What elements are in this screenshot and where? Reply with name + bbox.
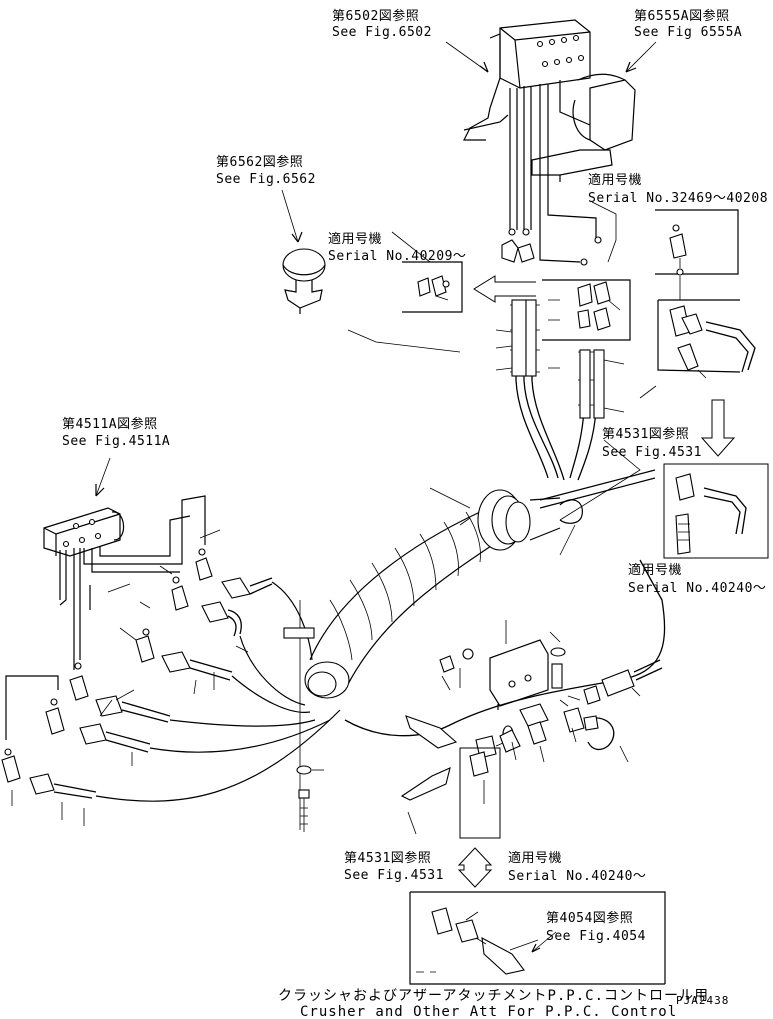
callout-fig6562: 第6562図参照 See Fig.6562 [216, 154, 316, 187]
center-bottom-parts [283, 600, 663, 888]
callout-fig4054-en: See Fig.4054 [546, 929, 646, 944]
inset-right-hose [657, 299, 756, 457]
callout-fig4531-right-jp: 第4531図参照 [602, 426, 689, 442]
left-fittings [1, 529, 341, 826]
callout-fig4054-jp: 第4054図参照 [546, 910, 633, 926]
serial-40240-right-en: Serial No.40240～ [628, 581, 766, 596]
callout-fig4054: 第4054図参照 See Fig.4054 [546, 910, 646, 944]
callout-fig4511A-en: See Fig.4511A [62, 434, 170, 449]
callout-fig6555A-jp: 第6555A図参照 [634, 8, 730, 24]
callout-fig4531-right: 第4531図参照 See Fig.4531 [602, 426, 702, 460]
callout-fig4511A: 第4511A図参照 See Fig.4511A [62, 416, 170, 449]
main-wrapped-hose [304, 469, 666, 737]
inset-serial-40240-bottom [409, 891, 666, 985]
serial-40209-en: Serial No.40209～ [328, 249, 466, 264]
serial-32469: 適用号機 Serial No.32469～40208 [588, 172, 768, 206]
inset-serial-40209 [402, 261, 536, 313]
left-valve-4511A [5, 495, 206, 740]
callout-fig4531-bottom: 第4531図参照 See Fig.4531 [344, 850, 444, 883]
callout-fig4511A-jp: 第4511A図参照 [62, 416, 158, 432]
serial-40240-right-jp: 適用号機 [628, 562, 682, 578]
serial-40209: 適用号機 Serial No.40209～ [328, 231, 466, 264]
serial-40240-bottom-jp: 適用号機 [508, 850, 562, 866]
callout-fig6555A: 第6555A図参照 See Fig 6555A [634, 8, 742, 40]
callout-fig6562-jp: 第6562図参照 [216, 154, 303, 170]
drawing-code: PJA2438 [676, 994, 729, 1007]
serial-32469-en: Serial No.32469～40208 [588, 191, 768, 206]
caption-jp: クラッシャおよびアザーアタッチメントP.P.C.コントロール用 [278, 988, 709, 1004]
serial-32469-jp: 適用号機 [588, 172, 642, 188]
inset-serial-40240-right [663, 463, 769, 559]
callout-fig6555A-en: See Fig 6555A [634, 25, 742, 40]
top-valve-assembly [463, 19, 636, 266]
callout-fig4531-bottom-jp: 第4531図参照 [344, 850, 431, 866]
callout-fig4531-right-en: See Fig.4531 [602, 445, 702, 460]
caption-en: Crusher and Other Att For P.P.C. Control [300, 1004, 677, 1019]
accumulator-6562 [282, 248, 326, 314]
serial-40240-right: 適用号機 Serial No.40240～ [628, 562, 766, 596]
hose-bundle-upper [495, 299, 641, 521]
callout-leaders [95, 41, 657, 953]
serial-40209-jp: 適用号機 [328, 231, 382, 247]
callout-fig6502-en: See Fig.6502 [332, 25, 432, 40]
diagram-caption: クラッシャおよびアザーアタッチメントP.P.C.コントロール用 Crusher … [278, 988, 729, 1019]
callout-fig4531-bottom-en: See Fig.4531 [344, 868, 444, 883]
inset-center-fittings [542, 279, 631, 341]
serial-40240-bottom-en: Serial No.40240～ [508, 869, 646, 884]
callout-fig6562-en: See Fig.6562 [216, 172, 316, 187]
inset-serial-32469 [655, 209, 739, 300]
callout-fig6502: 第6502図参照 See Fig.6502 [332, 8, 432, 40]
serial-40240-bottom: 適用号機 Serial No.40240～ [508, 850, 646, 884]
callout-fig6502-jp: 第6502図参照 [332, 8, 419, 24]
